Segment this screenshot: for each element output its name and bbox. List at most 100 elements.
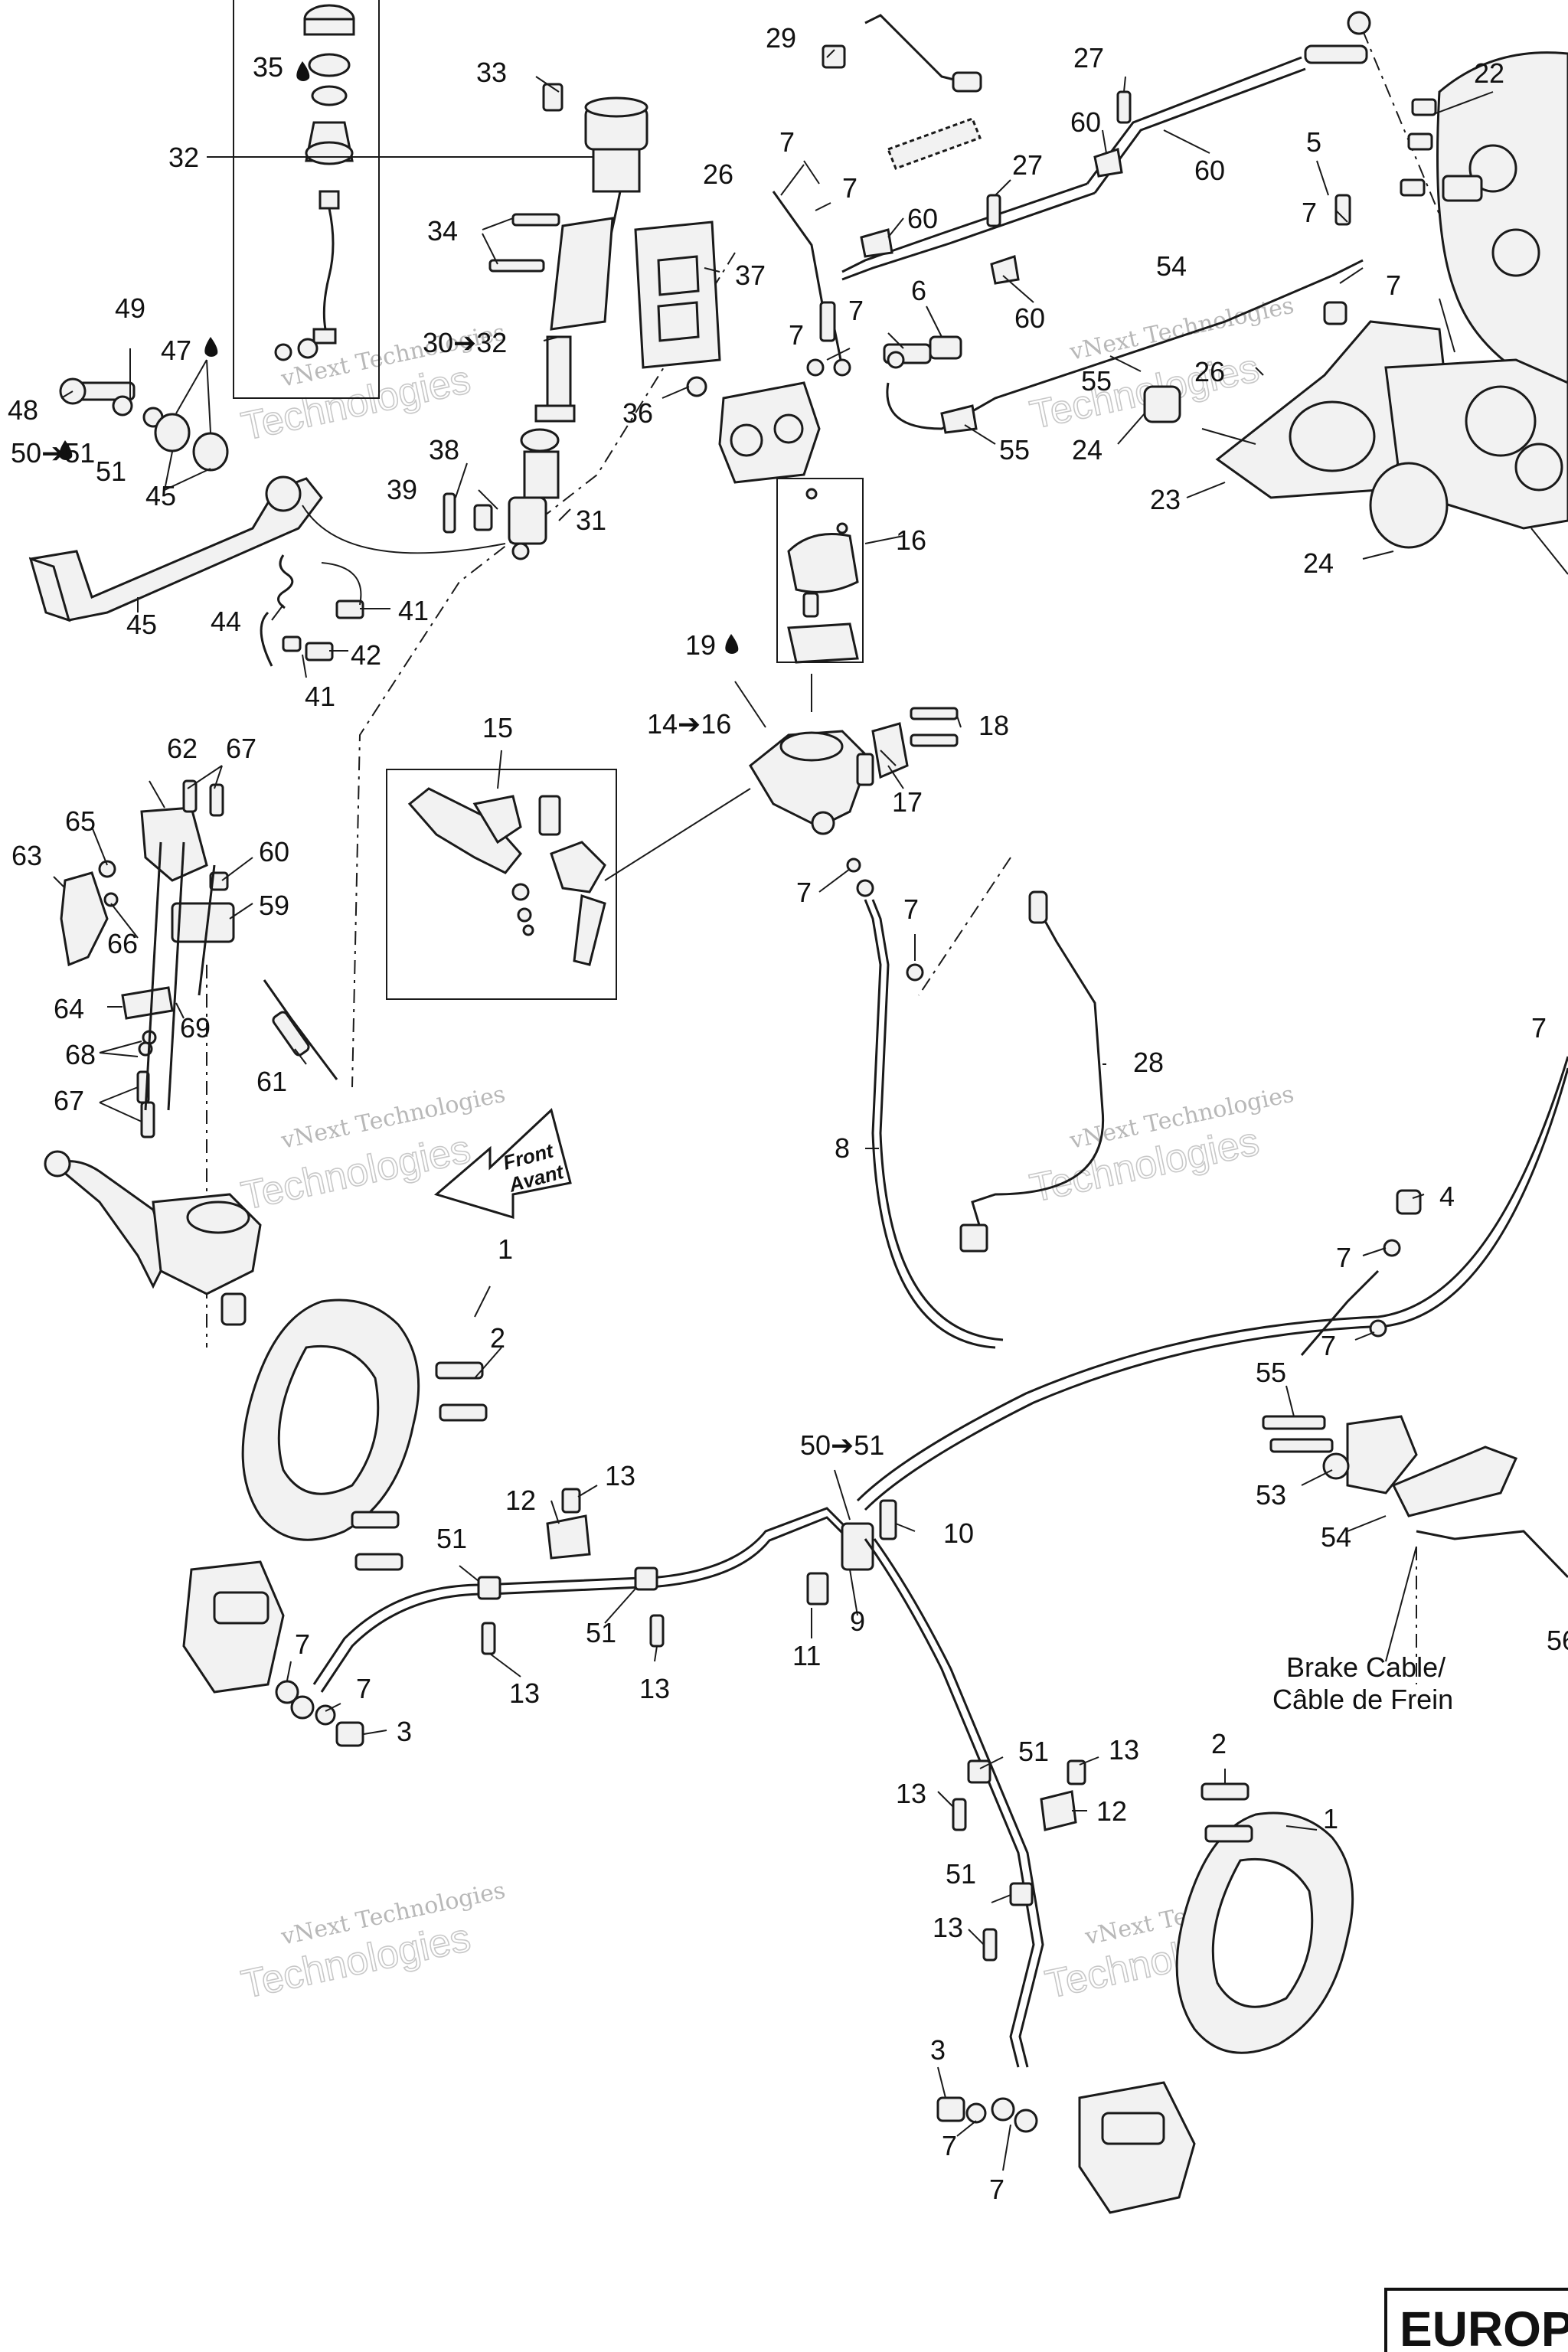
callout-label: 14➔16 [647, 708, 731, 740]
callout-label: 7 [796, 877, 812, 908]
callout-label: 17 [892, 786, 923, 818]
callout-label: 7 [1302, 197, 1317, 228]
region-tag: EUROPE [1384, 2288, 1568, 2352]
callout-label: 10 [943, 1517, 974, 1549]
callout-label: 64 [54, 993, 84, 1024]
callout-label: 26 [703, 158, 733, 190]
brake-cable-label: Brake Cable/ Câble de Frein [1272, 1651, 1453, 1715]
callout-label: 13 [933, 1912, 963, 1943]
callout-label: 7 [903, 893, 919, 925]
callout-label: 60 [259, 836, 289, 867]
brake-lever-kit [407, 787, 606, 966]
callout-label: 48 [8, 394, 38, 426]
callout-label: 12 [1096, 1795, 1127, 1827]
callout-label: 51 [436, 1523, 467, 1554]
group-boxes [233, 0, 864, 1000]
rear-master-cylinder-assembly [234, 4, 721, 560]
callout-label: 27 [1012, 149, 1043, 181]
callout-label: 55 [999, 434, 1030, 466]
parking-brake-assembly [44, 779, 338, 1326]
rear-caliper-assembly [1143, 51, 1568, 575]
callout-label: 26 [1194, 356, 1225, 387]
callout-label: 56 [1547, 1625, 1568, 1656]
callout-label: 15 [482, 712, 513, 743]
oil-drop-icons [59, 61, 739, 654]
callout-label: 62 [167, 733, 198, 764]
cover-kit-box [776, 478, 864, 663]
callout-label: 27 [1073, 42, 1104, 74]
callout-label: 60 [1014, 302, 1045, 334]
callout-label: 24 [1072, 434, 1102, 466]
callout-label: 59 [259, 890, 289, 921]
callout-label: 7 [295, 1628, 310, 1660]
callout-label: 55 [1256, 1357, 1286, 1388]
callout-label: 7 [1321, 1330, 1336, 1361]
svg-text:Brake Cable/: Brake Cable/ [1286, 1651, 1446, 1683]
callout-label: 37 [735, 260, 766, 291]
oil-drop-icon [296, 61, 310, 82]
callout-label: 24 [1303, 547, 1334, 579]
watermark: Technologies [237, 1126, 475, 1219]
svg-text:Technologies: Technologies [237, 1127, 474, 1219]
callout-labels: 35 32 33 35 34 37 30➔32 36 38 39 31 49 4… [8, 22, 1568, 2205]
callout-label: 65 [65, 805, 96, 837]
callout-label: 61 [256, 1066, 287, 1097]
callout-label: 7 [1386, 270, 1401, 301]
callout-label: 50➔51 [11, 437, 95, 469]
callout-label: 11 [792, 1640, 821, 1671]
callout-label: 34 [427, 215, 458, 247]
callout-label: 53 [1256, 1479, 1286, 1511]
svg-text:EUROPE: EUROPE [1400, 2301, 1568, 2352]
watermarks: vNext Technologies Technologies vNext Te… [237, 292, 1312, 2008]
callout-label: 45 [145, 480, 176, 511]
callout-label: 51 [96, 456, 126, 487]
callout-label: 4 [1439, 1181, 1455, 1212]
callout-label: 13 [605, 1460, 635, 1491]
callout-label: 33 [476, 57, 507, 88]
callout-label: 39 [387, 474, 417, 505]
callout-label: 13 [896, 1778, 926, 1809]
reservoir-kit-box [233, 0, 380, 399]
callout-label: 60 [907, 203, 938, 234]
callout-label: 45 [126, 609, 157, 640]
callout-label: 32 [168, 142, 199, 173]
callout-label: 41 [305, 681, 335, 712]
callout-label: 7 [848, 295, 864, 326]
callout-label: 6 [911, 275, 926, 306]
callout-label: 13 [509, 1677, 540, 1709]
svg-text:vNext Technologies: vNext Technologies [1067, 292, 1296, 366]
callout-label: 28 [1133, 1047, 1164, 1078]
callout-label: 29 [766, 22, 796, 54]
callout-label: 47 [161, 335, 191, 366]
callout-label: 60 [1070, 106, 1101, 138]
callout-label: 51 [586, 1617, 616, 1648]
callout-label: 66 [107, 928, 138, 959]
callout-label: 50➔51 [800, 1429, 884, 1461]
callout-label: 7 [1336, 1242, 1351, 1273]
callout-label: 41 [398, 595, 429, 626]
callout-label: 7 [356, 1673, 371, 1704]
oil-drop-icon [204, 337, 218, 357]
callout-label: 42 [351, 639, 381, 671]
callout-label: 19 [685, 629, 716, 661]
callout-label: 69 [180, 1012, 211, 1044]
callout-label: 54 [1156, 250, 1187, 282]
callout-label: 7 [789, 319, 804, 351]
callout-label: 7 [779, 126, 795, 158]
callout-label: 2 [1211, 1728, 1227, 1759]
callout-label: 7 [1531, 1012, 1547, 1044]
callout-label: 9 [850, 1606, 865, 1637]
callout-label: 60 [1194, 155, 1225, 186]
callout-label: 7 [989, 2174, 1004, 2205]
front-brake-lines-and-calipers [182, 1056, 1568, 2214]
callout-label: 23 [1150, 484, 1181, 515]
dash-lines [206, 30, 1440, 1684]
oil-drop-icon [59, 440, 73, 460]
front-master-cylinder-assembly [604, 488, 1105, 1349]
callout-label: 54 [1321, 1521, 1351, 1553]
callout-label: 12 [505, 1485, 536, 1516]
callout-label: 44 [211, 606, 241, 637]
callout-label: 1 [1323, 1803, 1338, 1834]
lever-kit-box [386, 769, 617, 1000]
